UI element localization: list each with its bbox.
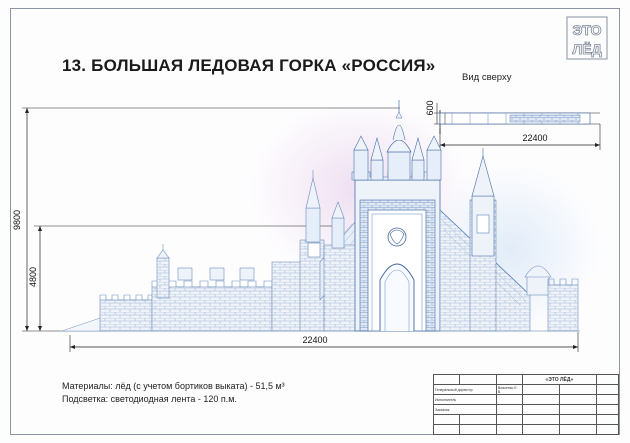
platform-height-dim: 4800 <box>28 267 38 287</box>
top-view: 600 22400 <box>425 100 601 150</box>
spec-notes: Материалы: лёд (с учетом бортиков выката… <box>62 380 285 406</box>
sheet-frame <box>10 8 620 435</box>
title-block-row-label: Исполнитель <box>433 394 497 405</box>
logo-line2: ЛЁД <box>572 41 601 57</box>
lighting-note: Подсветка: светодиодная лента - 120 п.м. <box>62 394 237 404</box>
brand-logo: ЭТО ЛЁД <box>566 16 608 60</box>
page-title: 13. БОЛЬШАЯ ЛЕДОВАЯ ГОРКА «РОССИЯ» <box>62 56 436 75</box>
title-block-row-name <box>495 404 523 415</box>
title-block-row-name <box>495 394 523 405</box>
top-view-height-dim: 600 <box>425 100 435 115</box>
materials-note: Материалы: лёд (с учетом бортиков выката… <box>62 381 285 391</box>
title-block: «ЭТО ЛЁД» Генеральный директор Власенко … <box>433 374 620 435</box>
left-stair-block <box>271 170 358 332</box>
coat-of-arms-icon <box>387 227 407 247</box>
top-view-label: Вид сверху <box>462 72 512 83</box>
slide-runout <box>61 244 273 332</box>
title-block-row-label: Заказчик <box>433 404 497 415</box>
title-block-table: «ЭТО ЛЁД» Генеральный директор Власенко … <box>433 374 620 435</box>
length-dim: 22400 <box>302 335 327 345</box>
central-tower <box>351 100 442 332</box>
title-block-row-name: Власенко Е. В. <box>495 384 523 395</box>
total-height-dim: 9800 <box>12 210 22 230</box>
top-view-width-dim: 22400 <box>522 133 547 143</box>
logo-line1: ЭТО <box>572 22 601 38</box>
title-block-brand: «ЭТО ЛЁД» <box>521 374 597 385</box>
slide-ramp <box>439 148 579 332</box>
title-block-row-label: Генеральный директор <box>433 384 497 395</box>
